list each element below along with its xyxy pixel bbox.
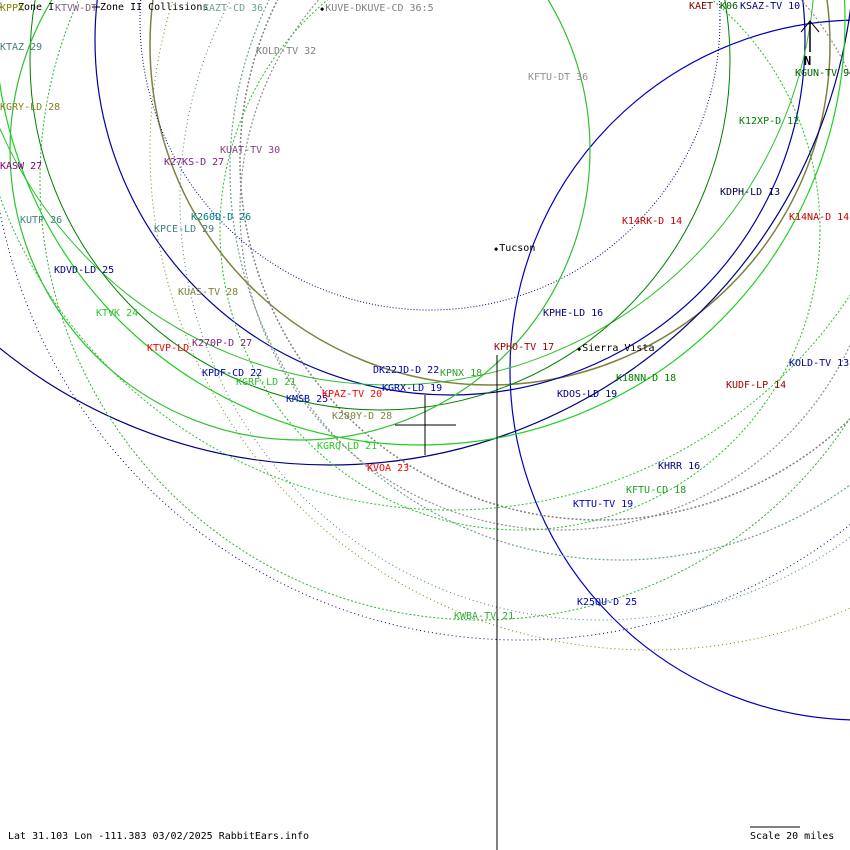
station-label-kuve-dkuve-cd[interactable]: KUVE-DKUVE-CD 36:5 [320, 3, 433, 15]
station-label-ktvw-dt[interactable]: KTVW-DT [55, 3, 98, 14]
station-label-k18nn-d[interactable]: K18NN-D 18 [616, 373, 677, 384]
station-label-k280y-d[interactable]: K280Y-D 28 [332, 411, 393, 422]
station-label-kpaz-tv[interactable]: KPAZ-TV 20 [322, 389, 383, 400]
station-label-ksaz-tv[interactable]: KSAZ-TV 10 [740, 1, 801, 12]
contour-kvoa [0, 7, 850, 466]
contour-kasw [139, 0, 721, 311]
north-arrow-icon [800, 20, 820, 52]
station-label-kpho-tv[interactable]: KPHO-TV 17 [494, 342, 555, 353]
city-sierra-vista[interactable]: Sierra Vista [577, 343, 654, 355]
contour-kuat [149, 0, 831, 386]
station-label-kttu-tv[interactable]: KTTU-TV 19 [573, 499, 634, 510]
station-label-kdph-ld[interactable]: KDPH-LD 13 [720, 187, 781, 198]
station-label-kpce-ld[interactable]: KPCE-LD 29 [154, 224, 215, 235]
compass-north-label: N [804, 54, 812, 68]
station-label-ktvp-ld[interactable]: KTVP-LD [147, 343, 190, 354]
station-label-kudf-lp[interactable]: KUDF-LP 14 [726, 380, 787, 391]
station-label-kwba-tv[interactable]: KWBA-TV 21 [454, 611, 515, 622]
contour-kold32 [239, 0, 850, 531]
contour-ktvk [0, 195, 850, 511]
contour-kppx [149, 0, 850, 651]
contour-k12xp [29, 0, 731, 411]
station-label-kutp[interactable]: KUTP 26 [20, 215, 63, 226]
contour-kwba [39, 0, 850, 621]
station-label-khrr[interactable]: KHRR 16 [658, 461, 701, 472]
map-scale-label: Scale 20 miles [750, 831, 835, 842]
station-label-ktaz[interactable]: KTAZ 29 [0, 42, 43, 53]
contour-kgun [94, 0, 806, 396]
station-label-k27ks-d[interactable]: K27KS-D 27 [164, 157, 225, 168]
contour-kpho [9, 0, 591, 441]
station-label-kdvd-ld[interactable]: KDVD-LD 25 [54, 265, 115, 276]
contour-ksaz [509, 19, 850, 721]
station-label-kazt-cd[interactable]: KAZT-CD 36 [203, 3, 264, 14]
station-label-kpdf-cd[interactable]: KPDF-CD 22 [202, 368, 263, 379]
station-label-k25qu-d[interactable]: K25QU-D 25 [577, 597, 638, 608]
contour-kazt [229, 0, 850, 561]
station-label-kuas-tv[interactable]: KUAS-TV 28 [178, 287, 239, 298]
legend-zone2: Zone II Collisions [100, 2, 209, 13]
legend-zone1: Zone I [18, 2, 55, 13]
station-label-kold-tv[interactable]: KOLD-TV 13 [789, 358, 850, 369]
station-label-k14rk-d[interactable]: K14RK-D 14 [622, 216, 683, 227]
station-label-kvoa[interactable]: KVOA 23 [367, 463, 410, 474]
station-label-k06[interactable]: K06 [720, 1, 739, 12]
station-label-kgrf-ld[interactable]: KGRF-LD 21 [236, 377, 297, 388]
station-label-kgrx-ld[interactable]: KGRX-LD 19 [382, 383, 443, 394]
station-label-kold-tv[interactable]: KOLD-TV 32 [256, 46, 317, 57]
station-label-kuat-tv[interactable]: KUAT-TV 30 [220, 145, 281, 156]
station-label-k12xp-d[interactable]: K12XP-D 12 [739, 116, 800, 127]
station-label-k14na-d[interactable]: K14NA-D 14 [789, 212, 850, 223]
station-label-kgrq-ld[interactable]: KGRQ-LD 21 [317, 441, 378, 452]
station-label-kgry-ld[interactable]: KGRY-LD 28 [0, 102, 61, 113]
station-label-kasw[interactable]: KASW 27 [0, 161, 43, 172]
station-label-kgun-tv[interactable]: KGUN-TV 9 [795, 68, 850, 79]
contour-kftu [219, 0, 821, 531]
station-label-kpnx[interactable]: KPNX 18 [440, 368, 483, 379]
station-label-kphe-ld[interactable]: KPHE-LD 16 [543, 308, 604, 319]
contour-kgrf [0, 0, 814, 386]
station-label-kftu-dt[interactable]: KFTU-DT 36 [528, 72, 589, 83]
station-label-kftu-cd[interactable]: KFTU-CD 18 [626, 485, 687, 496]
map-coordinates-readout: Lat 31.103 Lon -111.383 03/02/2025 Rabbi… [8, 831, 310, 842]
contour-kuve [239, 0, 850, 521]
city-tucson[interactable]: Tucson [494, 243, 535, 255]
station-label-k270p-d[interactable]: K270P-D 27 [192, 338, 253, 349]
station-label-kdos-ld[interactable]: KDOS-LD 19 [557, 389, 618, 400]
station-label-k260d-d[interactable]: K260D-D 26 [191, 212, 252, 223]
station-label-dk22jd-d[interactable]: DK22JD-D 22 [373, 365, 440, 376]
contour-kgrq [0, 0, 846, 446]
station-label-kppx[interactable]: KPPX [0, 3, 25, 14]
station-label-kaet[interactable]: KAET [689, 1, 714, 12]
station-label-ktvk[interactable]: KTVK 24 [96, 308, 139, 319]
contour-kdvd [0, 0, 850, 641]
station-label-kmsb[interactable]: KMSB 25 [286, 394, 329, 405]
